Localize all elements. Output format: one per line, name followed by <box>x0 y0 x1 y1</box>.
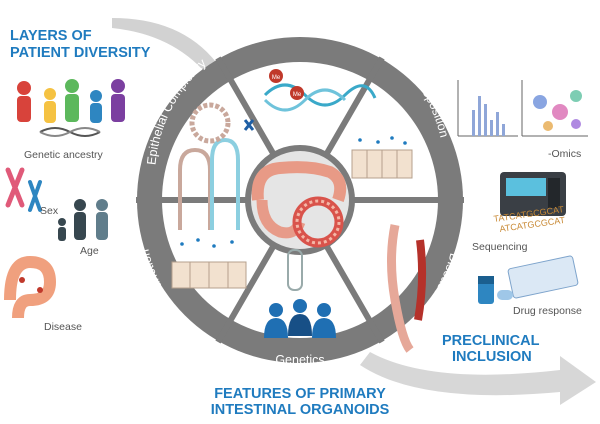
preclinical-line2: INCLUSION <box>452 349 532 365</box>
preclinical-line1: PRECLINICAL <box>442 333 540 349</box>
label-sex: Sex <box>40 205 59 217</box>
epithelium-villi-icon <box>178 102 240 230</box>
cell-secretion-icon <box>351 136 413 179</box>
label-sequencing: Sequencing <box>472 241 528 253</box>
chromosome-icon <box>5 167 42 212</box>
methyl-label-1: Me <box>272 75 281 81</box>
label-genetic-ancestry: Genetic ancestry <box>24 149 104 161</box>
footer-line1: FEATURES OF PRIMARY <box>214 386 386 402</box>
people-genetics-icon <box>264 249 336 338</box>
segment-epigenetics: Epigenetics <box>270 61 339 79</box>
intestine-organoid-icon <box>251 161 347 248</box>
footer-line2: INTESTINAL ORGANOIDS <box>211 402 390 418</box>
label-drug-response: Drug response <box>513 305 582 317</box>
bottom-arrow <box>360 352 596 405</box>
diverse-people-icon <box>17 79 125 123</box>
dna-helix-icon <box>39 127 101 137</box>
sequencer-icon <box>500 172 566 216</box>
drug-plate-icon <box>478 255 579 304</box>
header-left-line2: PATIENT DIVERSITY <box>10 45 151 61</box>
diseased-colon-icon <box>387 224 427 353</box>
methyl-mark-1 <box>269 69 283 83</box>
omics-plots-icon <box>457 80 588 137</box>
label-disease: Disease <box>44 321 82 333</box>
label-age: Age <box>80 245 99 257</box>
age-family-icon <box>58 199 108 241</box>
methyl-mark-2 <box>290 86 304 100</box>
diseased-intestine-icon <box>4 255 57 319</box>
header-left-line1: LAYERS OF <box>10 28 92 44</box>
dna-methylation-icon: Me Me <box>243 69 377 131</box>
methyl-label-2: Me <box>293 92 302 98</box>
barrier-cells-icon <box>171 238 247 289</box>
label-omics: -Omics <box>548 148 581 160</box>
segment-genetics: Genetics <box>275 353 324 367</box>
